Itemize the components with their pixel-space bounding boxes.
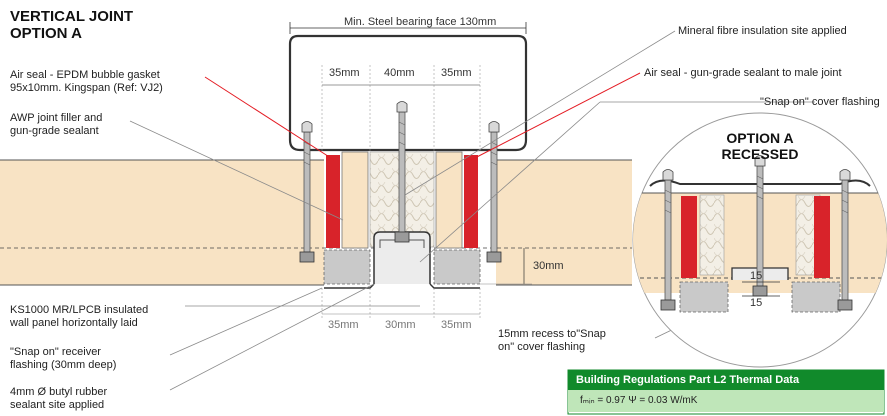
title-line-2: OPTION A: [10, 25, 82, 42]
label-air-seal-gun: Air seal - gun-grade sealant to male joi…: [644, 67, 842, 79]
steel-section: [288, 44, 528, 152]
thermal-data-box: Building Regulations Part L2 Thermal Dat…: [568, 370, 884, 414]
recessed-heading-1: OPTION A: [726, 130, 794, 146]
dim-bottom-b: 30mm: [385, 319, 416, 331]
label-butyl-1: 4mm Ø butyl rubber: [10, 386, 108, 398]
label-mineral-fibre: Mineral fibre insulation site applied: [678, 25, 847, 37]
gun-sealant-right: [464, 155, 478, 248]
dim-recess-a: 15: [750, 270, 763, 282]
thermal-values: fₘᵢₙ = 0.97 Ψ = 0.03 W/mK: [568, 390, 884, 412]
dim-bearing-face: Min. Steel bearing face 130mm: [344, 16, 497, 28]
label-awp-1: AWP joint filler and: [10, 112, 103, 124]
wall-panel-left: [0, 160, 324, 285]
dim-bottom-c: 35mm: [441, 319, 472, 331]
thermal-heading: Building Regulations Part L2 Thermal Dat…: [568, 370, 884, 390]
dim-top-c: 35mm: [441, 67, 472, 79]
label-panel-2: wall panel horizontally laid: [10, 317, 138, 329]
receiver-flashing-left: [323, 249, 371, 285]
label-recess-1: 15mm recess to"Snap: [498, 328, 606, 340]
dim-bottom-a: 35mm: [328, 319, 359, 331]
diagram-title: VERTICAL JOINT OPTION A: [10, 8, 133, 42]
wall-panel-right: [496, 160, 632, 285]
dim-depth: 30mm: [533, 260, 564, 272]
label-snap-cover: "Snap on" cover flashing: [760, 96, 880, 108]
label-butyl-2: sealant site applied: [10, 399, 105, 411]
label-receiver-2: flashing (30mm deep): [10, 359, 117, 371]
label-panel-1: KS1000 MR/LPCB insulated: [10, 304, 149, 316]
recessed-heading-2: RECESSED: [721, 146, 799, 162]
main-section: [0, 22, 815, 391]
epdm-gasket-left: [326, 155, 340, 248]
dim-recess-b: 15: [750, 297, 763, 309]
recessed-detail: [632, 112, 887, 368]
recessed-heading: OPTION A RECESSED: [690, 130, 830, 162]
receiver-flashing-right: [433, 249, 481, 285]
label-recess-2: on" cover flashing: [498, 341, 586, 353]
title-line-1: VERTICAL JOINT: [10, 8, 134, 25]
dim-top-b: 40mm: [384, 67, 415, 79]
label-epdm-gasket-1: Air seal - EPDM bubble gasket: [10, 69, 160, 81]
dim-top-a: 35mm: [329, 67, 360, 79]
label-awp-2: gun-grade sealant: [10, 125, 99, 137]
label-epdm-gasket-2: 95x10mm. Kingspan (Ref: VJ2): [10, 82, 163, 94]
label-receiver-1: "Snap on" receiver: [10, 346, 101, 358]
